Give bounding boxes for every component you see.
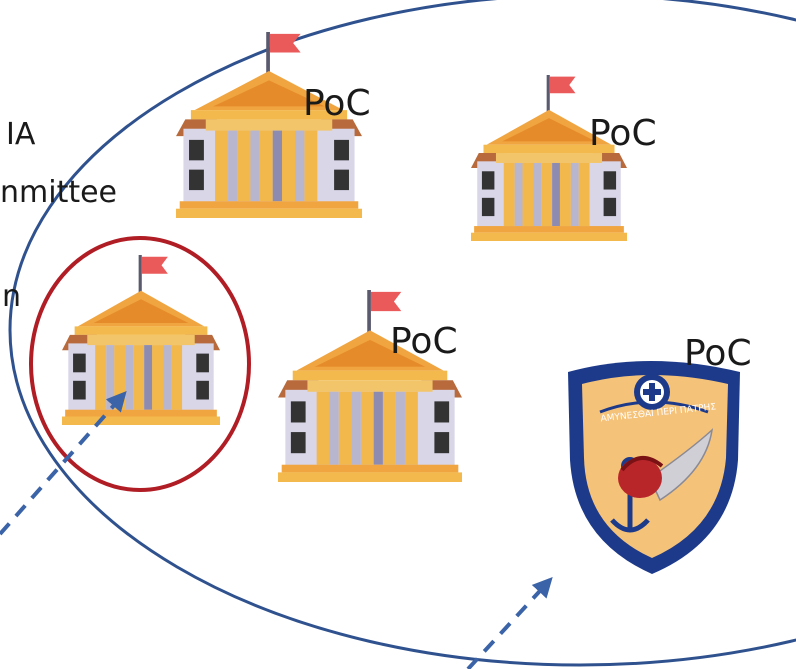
poc-label-right: PoC [684,333,752,374]
side-text-line-3: n [2,279,22,314]
side-text-line-1: IA [6,117,36,152]
building-icon-highlighted [62,255,220,425]
side-text-line-2: nmittee [0,175,118,210]
building-icon-center [278,290,462,482]
poc-label-center: PoC [390,321,458,362]
highlight-circle [29,236,251,492]
poc-label-top-right: PoC [589,113,657,154]
dashed-arrow-left [0,391,127,536]
coast-guard-emblem-icon: ΑΜΥΝΕΣΘΑΙ ΠΕΡΙ ΠΑΤΡΗΣ [568,361,740,574]
poc-label-top-left: PoC [303,83,371,124]
building-icon-top-right [471,75,627,242]
dashed-arrow-bottom [466,577,553,669]
building-icon-top-left [176,32,362,219]
group-ellipse [8,0,796,667]
